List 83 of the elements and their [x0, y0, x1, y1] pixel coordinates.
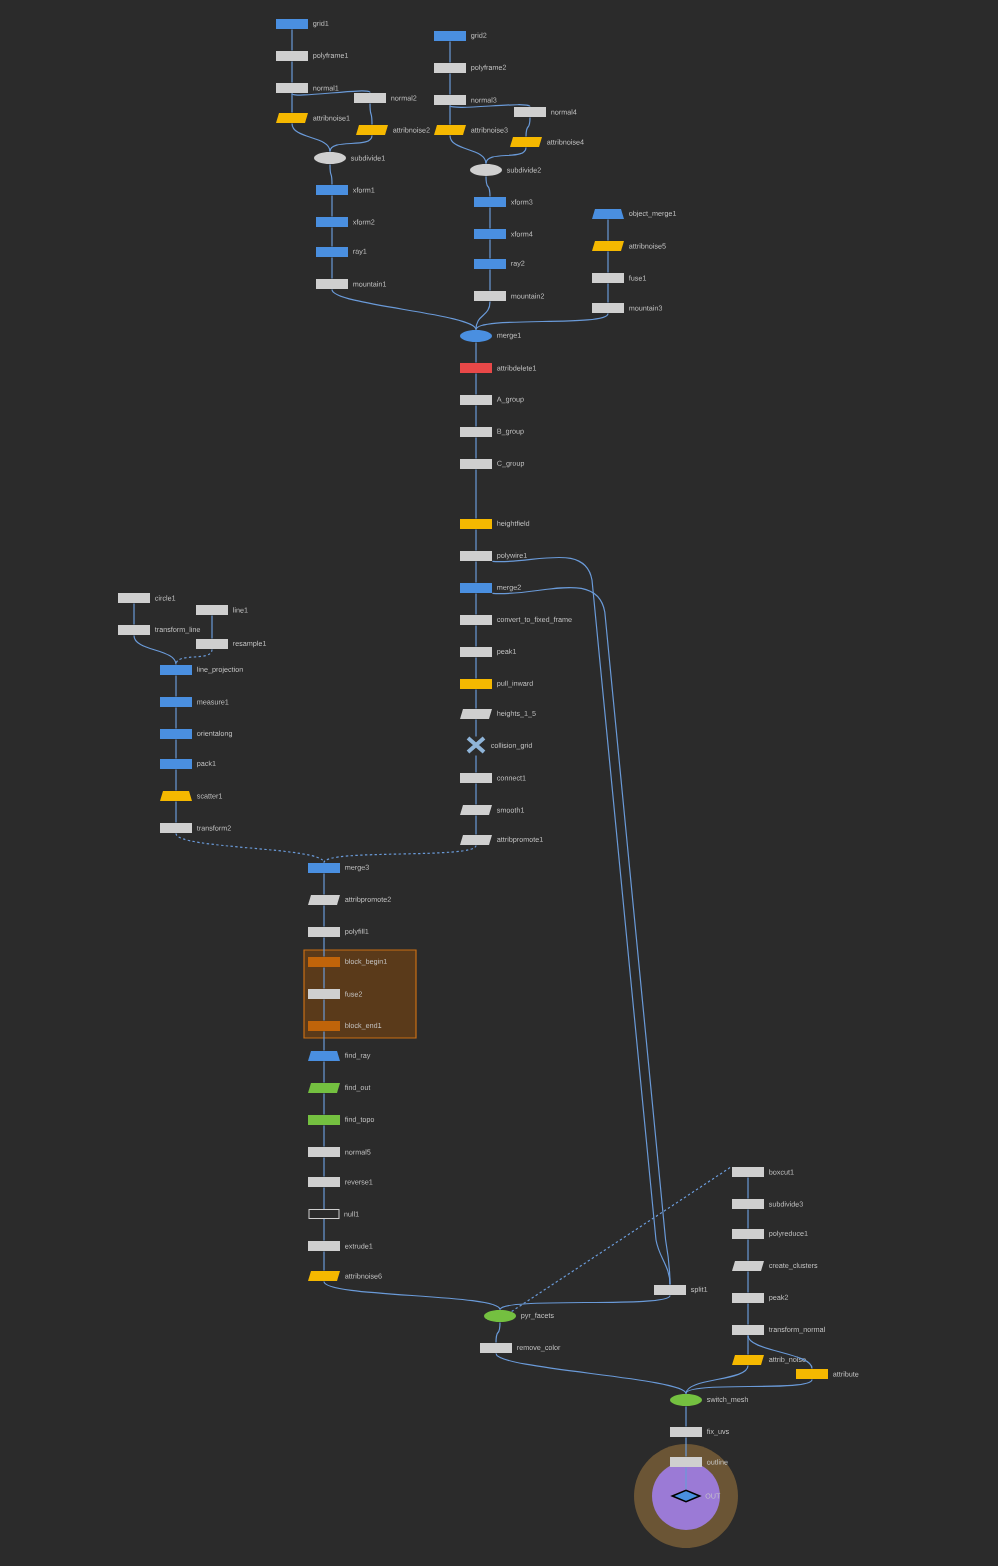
wire: [175, 800, 177, 824]
wire: [747, 1176, 749, 1200]
wire: [331, 194, 333, 218]
wire: [685, 1436, 687, 1458]
wire: [485, 146, 527, 165]
wire: [133, 634, 177, 666]
wire: [747, 1238, 749, 1262]
wire: [747, 1270, 749, 1294]
wire: [323, 1030, 325, 1052]
wire: [175, 768, 177, 792]
wire: [475, 782, 477, 806]
wire: [323, 844, 477, 864]
wire: [475, 528, 477, 552]
wire: [499, 1294, 671, 1311]
wire: [475, 560, 477, 584]
wire: [323, 1156, 325, 1178]
wire: [449, 104, 531, 108]
wire: [175, 738, 177, 760]
wire: [449, 134, 487, 165]
wire: [495, 1352, 687, 1395]
wire: [511, 1166, 733, 1313]
wire: [685, 1364, 749, 1395]
wire: [323, 1186, 325, 1210]
wire: [475, 754, 477, 774]
wire: [475, 300, 491, 331]
wire: [323, 936, 325, 958]
wire: [607, 282, 609, 304]
wire: [475, 341, 477, 364]
wire: [329, 134, 373, 153]
wire: [449, 104, 451, 126]
wire: [175, 706, 177, 730]
wire: [369, 102, 373, 126]
wire: [475, 312, 609, 331]
wire: [747, 1334, 813, 1370]
wire: [475, 436, 477, 460]
wire: [211, 614, 213, 640]
wire: [323, 904, 325, 928]
wire: [329, 163, 333, 186]
wire: [475, 688, 477, 710]
wire: [525, 116, 531, 138]
wire: [747, 1208, 749, 1230]
wire: [175, 674, 177, 698]
wire: [685, 1405, 687, 1428]
wire: [331, 288, 477, 331]
wire: [331, 256, 333, 280]
wire: [331, 226, 333, 248]
wire: [323, 966, 325, 990]
wire: [747, 1334, 749, 1356]
wire: [485, 175, 491, 198]
wire: [291, 122, 331, 153]
wire: [449, 72, 451, 96]
wire: [175, 648, 213, 666]
wire: [323, 998, 325, 1022]
wire: [291, 60, 293, 84]
wire: [475, 592, 477, 616]
wire: [747, 1302, 749, 1326]
wire: [175, 832, 325, 864]
wire: [607, 218, 609, 242]
wire: [323, 1280, 501, 1311]
wire: [495, 1321, 501, 1344]
wire: [607, 250, 609, 274]
wire: [475, 656, 477, 680]
wire: [685, 1378, 813, 1395]
wire: [489, 238, 491, 260]
wire: [323, 1124, 325, 1148]
wire: [489, 206, 491, 230]
wire: [475, 468, 477, 520]
wire: [475, 372, 477, 396]
wire: [291, 90, 371, 96]
wire: [291, 28, 293, 52]
wire: [323, 1060, 325, 1084]
wire: [291, 92, 293, 114]
wire: [323, 1218, 325, 1242]
wire: [449, 40, 451, 64]
wire: [323, 1092, 325, 1116]
wire: [475, 814, 477, 836]
wire: [323, 872, 325, 896]
wire: [475, 404, 477, 428]
wire: [475, 624, 477, 648]
wire: [475, 718, 477, 738]
wire: [489, 268, 491, 292]
wire: [133, 602, 135, 626]
wire: [323, 1250, 325, 1272]
